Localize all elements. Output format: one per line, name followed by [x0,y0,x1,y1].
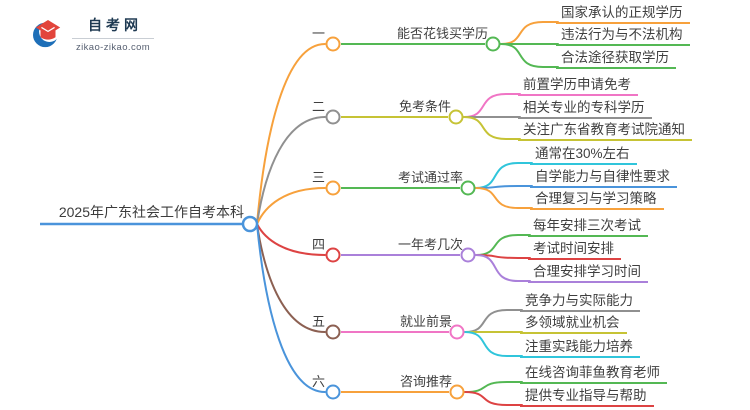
branch-1-child-2[interactable]: 违法行为与不法机构 [556,26,690,46]
branch-2-child-3[interactable]: 关注广东省教育考试院通知 [518,121,692,141]
branch-3-child-2[interactable]: 自学能力与自律性要求 [530,168,677,188]
branch-5-child-3[interactable]: 注重实践能力培养 [520,338,640,358]
branch-2-child-2[interactable]: 相关专业的专科学历 [518,99,652,119]
branch-1-child-3[interactable]: 合法途径获取学历 [556,49,676,69]
site-name: 自考网 [88,17,143,33]
branch-2-child-1[interactable]: 前置学历申请免考 [518,76,638,96]
branch-4-child-2[interactable]: 考试时间安排 [528,240,621,260]
branch-2-topic-node[interactable]: 免考条件 [398,99,451,114]
branch-6-child-1[interactable]: 在线咨询菲鱼教育老师 [520,364,667,384]
site-logo: 自考网 zikao-zikao.com [33,15,155,53]
branch-6-index-node[interactable]: 六 [311,374,325,389]
branch-1-topic-node[interactable]: 能否花钱买学历 [396,26,488,41]
branch-1-index-node[interactable]: 一 [311,26,325,41]
root-node[interactable]: 2025年广东社会工作自考本科 [58,204,244,220]
branch-4-child-1[interactable]: 每年安排三次考试 [528,217,648,237]
branch-5-index-node[interactable]: 五 [311,314,325,329]
branch-4-child-3[interactable]: 合理安排学习时间 [528,263,648,283]
branch-6-topic-node[interactable]: 咨询推荐 [399,374,452,389]
branch-6-child-2[interactable]: 提供专业指导与帮助 [520,387,654,407]
branch-3-child-3[interactable]: 合理复习与学习策略 [530,190,664,210]
branch-4-index-node[interactable]: 四 [311,237,325,252]
site-url: zikao-zikao.com [72,38,155,53]
branch-5-topic-node[interactable]: 就业前景 [399,314,452,329]
branch-3-topic-node[interactable]: 考试通过率 [397,170,463,185]
branch-5-child-2[interactable]: 多领域就业机会 [520,314,627,334]
branch-3-index-node[interactable]: 三 [311,170,325,185]
branch-3-child-1[interactable]: 通常在30%左右 [530,145,637,165]
branch-5-child-1[interactable]: 竞争力与实际能力 [520,292,640,312]
branch-2-index-node[interactable]: 二 [311,99,325,114]
branch-4-topic-node[interactable]: 一年考几次 [397,237,463,252]
branch-1-child-1[interactable]: 国家承认的正规学历 [556,4,690,24]
graduation-cap-icon [33,19,61,48]
